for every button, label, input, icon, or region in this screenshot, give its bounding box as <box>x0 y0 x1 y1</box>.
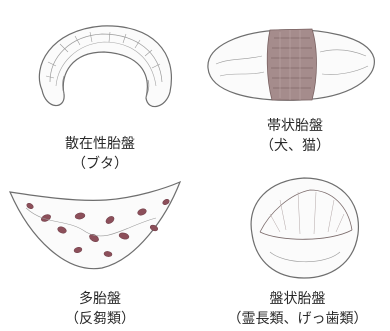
zonary-placenta-caption: 帯状胎盤 （犬、猫） <box>220 116 370 156</box>
zonary-placenta-illustration <box>200 18 380 110</box>
zonary-placenta-label: 帯状胎盤 <box>220 116 370 136</box>
discoid-placenta-caption: 盤状胎盤 （霊長類、げっ歯類） <box>210 289 385 329</box>
diffuse-placenta-example: （ブタ） <box>25 154 175 174</box>
discoid-placenta-example: （霊長類、げっ歯類） <box>210 309 385 329</box>
discoid-placenta-label: 盤状胎盤 <box>210 289 385 309</box>
discoid-placenta-illustration <box>240 172 368 284</box>
diffuse-placenta-illustration <box>20 12 185 122</box>
diffuse-placenta-label: 散在性胎盤 <box>25 134 175 154</box>
cotyledonary-placenta-caption: 多胎盤 （反芻類） <box>25 289 175 329</box>
cotyledonary-placenta-label: 多胎盤 <box>25 289 175 309</box>
diffuse-placenta-caption: 散在性胎盤 （ブタ） <box>25 134 175 174</box>
zonary-placenta-example: （犬、猫） <box>220 136 370 156</box>
cotyledonary-placenta-example: （反芻類） <box>25 309 175 329</box>
cotyledonary-placenta-illustration <box>6 178 184 278</box>
